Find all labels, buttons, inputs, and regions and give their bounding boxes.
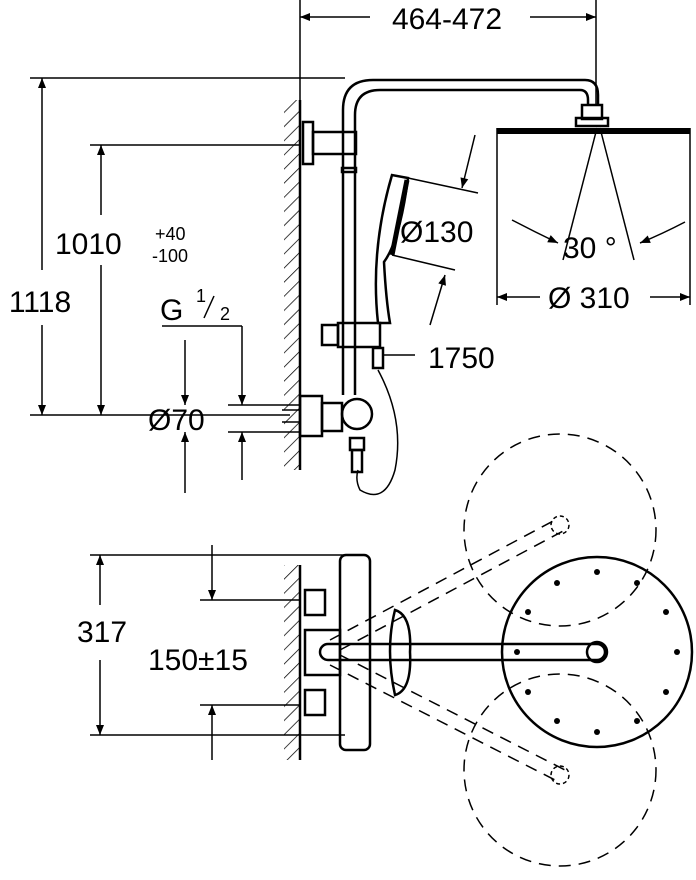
plan-view: 317 150±15 [77, 433, 694, 867]
outlet-height-dimension: 1010 +40 -100 [55, 144, 300, 415]
head-shower-dia-label: Ø 310 [548, 282, 630, 315]
thread-denominator: 2 [220, 304, 230, 324]
tolerance-plus: +40 [155, 224, 186, 244]
riser-pipe [301, 78, 610, 395]
tolerance-minus: -100 [152, 246, 188, 266]
width-dimension: 464-472 [299, 0, 597, 105]
fraction-slash [203, 295, 215, 319]
head-shower: 30 ° Ø 310 [496, 127, 691, 315]
spray-angle-label: 30 ° [563, 232, 617, 265]
centres-label: 150±15 [148, 644, 248, 677]
thread-numerator: 1 [196, 286, 206, 306]
total-height-label: 1118 [9, 286, 71, 319]
hose-length-label: 1750 [428, 342, 495, 375]
width-range-label: 464-472 [392, 3, 502, 36]
hand-shower-dia-label: Ø130 [400, 216, 473, 249]
hand-shower: Ø130 1750 [320, 134, 495, 496]
outlet-height-label: 1010 [55, 228, 122, 261]
thermostat-mixer-side [282, 394, 374, 474]
total-height-dimension: 1118 [9, 77, 345, 416]
connection-dimension: G 1 2 Ø70 [148, 286, 300, 493]
plan-depth-label: 317 [77, 616, 127, 649]
flange-dia-label: Ø70 [148, 404, 205, 437]
thread-g: G [160, 294, 183, 327]
